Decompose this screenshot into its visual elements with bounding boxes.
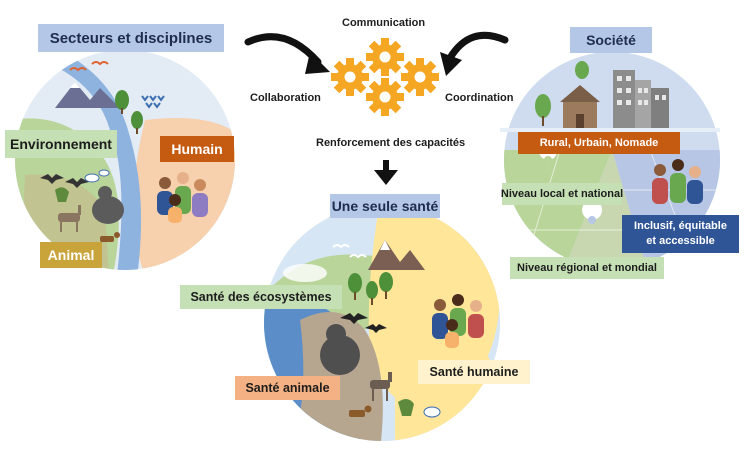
human-health-label: Santé humaine [418, 360, 530, 384]
center-circle [264, 205, 500, 441]
people-group-icon [432, 294, 484, 348]
capacity-building-label: Renforcement des capacités [316, 137, 466, 149]
location-pin-icon [582, 200, 603, 236]
down-arrow-icon [374, 160, 398, 185]
ecosystem-health-label: Santé des écosystèmes [180, 285, 342, 309]
gorilla-icon [320, 324, 360, 375]
rural-urban-label: Rural, Urbain, Nomade [518, 132, 680, 154]
inclusive-label-line2: et accessible [646, 235, 715, 247]
gears-icon [331, 38, 439, 116]
left-header: Secteurs et disciplines [38, 24, 224, 52]
inclusive-label-line1: Inclusif, équitable [634, 220, 727, 233]
local-national-label: Niveau local et national [501, 183, 623, 205]
animal-health-label: Santé animale [235, 376, 340, 400]
curved-arrow-right-icon [440, 31, 509, 76]
people-group-icon [652, 159, 703, 204]
right-header: Société [570, 27, 652, 53]
animal-label: Animal [40, 242, 102, 268]
regional-global-label: Niveau régional et mondial [510, 257, 664, 279]
collaboration-label: Collaboration [250, 92, 321, 104]
human-label: Humain [160, 136, 234, 162]
curved-arrow-left-icon [244, 33, 330, 74]
inclusive-label: Inclusif, équitable et accessible [622, 215, 739, 253]
center-header: Une seule santé [330, 194, 440, 218]
coordination-label: Coordination [445, 92, 514, 104]
people-group-icon [157, 172, 208, 223]
environment-label: Environnement [5, 130, 117, 158]
communication-label: Communication [342, 17, 426, 29]
city-buildings-icon [500, 61, 720, 132]
